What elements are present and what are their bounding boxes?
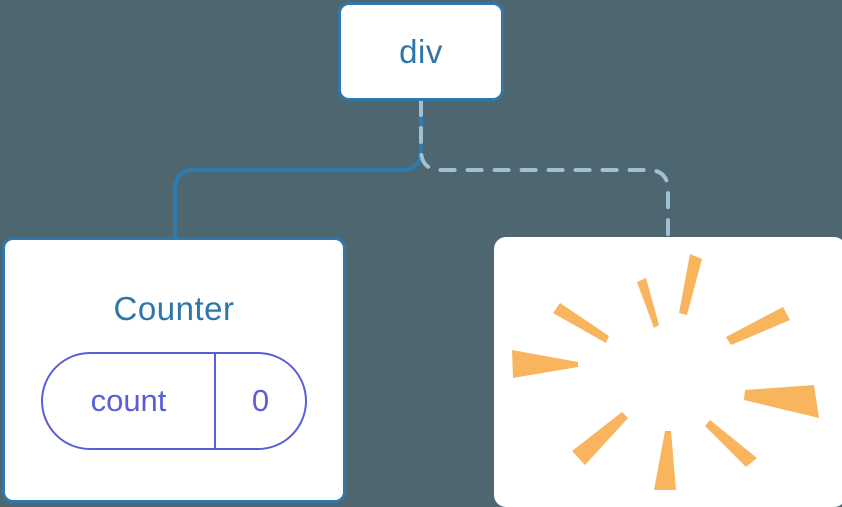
- spinner-ray: [679, 254, 702, 315]
- edge-div-to-loading: [419, 99, 670, 241]
- state-key-label: count: [43, 354, 216, 448]
- spinner-ray: [726, 307, 790, 345]
- state-pill-count[interactable]: count 0: [41, 352, 307, 450]
- spinner-ray: [705, 420, 757, 467]
- node-counter[interactable]: Counter count 0: [2, 237, 346, 503]
- spinner-ray: [654, 431, 676, 490]
- node-loading[interactable]: [494, 237, 842, 507]
- state-value-label: 0: [251, 383, 270, 418]
- radial-burst-spinner-icon: [512, 254, 819, 490]
- spinner-ray: [637, 278, 659, 328]
- node-counter-label: Counter: [113, 290, 235, 327]
- edge-div-to-counter: [173, 99, 423, 241]
- spinner-ray: [744, 385, 819, 418]
- node-div-label: div: [399, 33, 443, 70]
- spinner-ray: [512, 350, 578, 378]
- node-div[interactable]: div: [338, 2, 504, 101]
- spinner-ray: [572, 412, 628, 465]
- spinner-ray: [553, 303, 609, 343]
